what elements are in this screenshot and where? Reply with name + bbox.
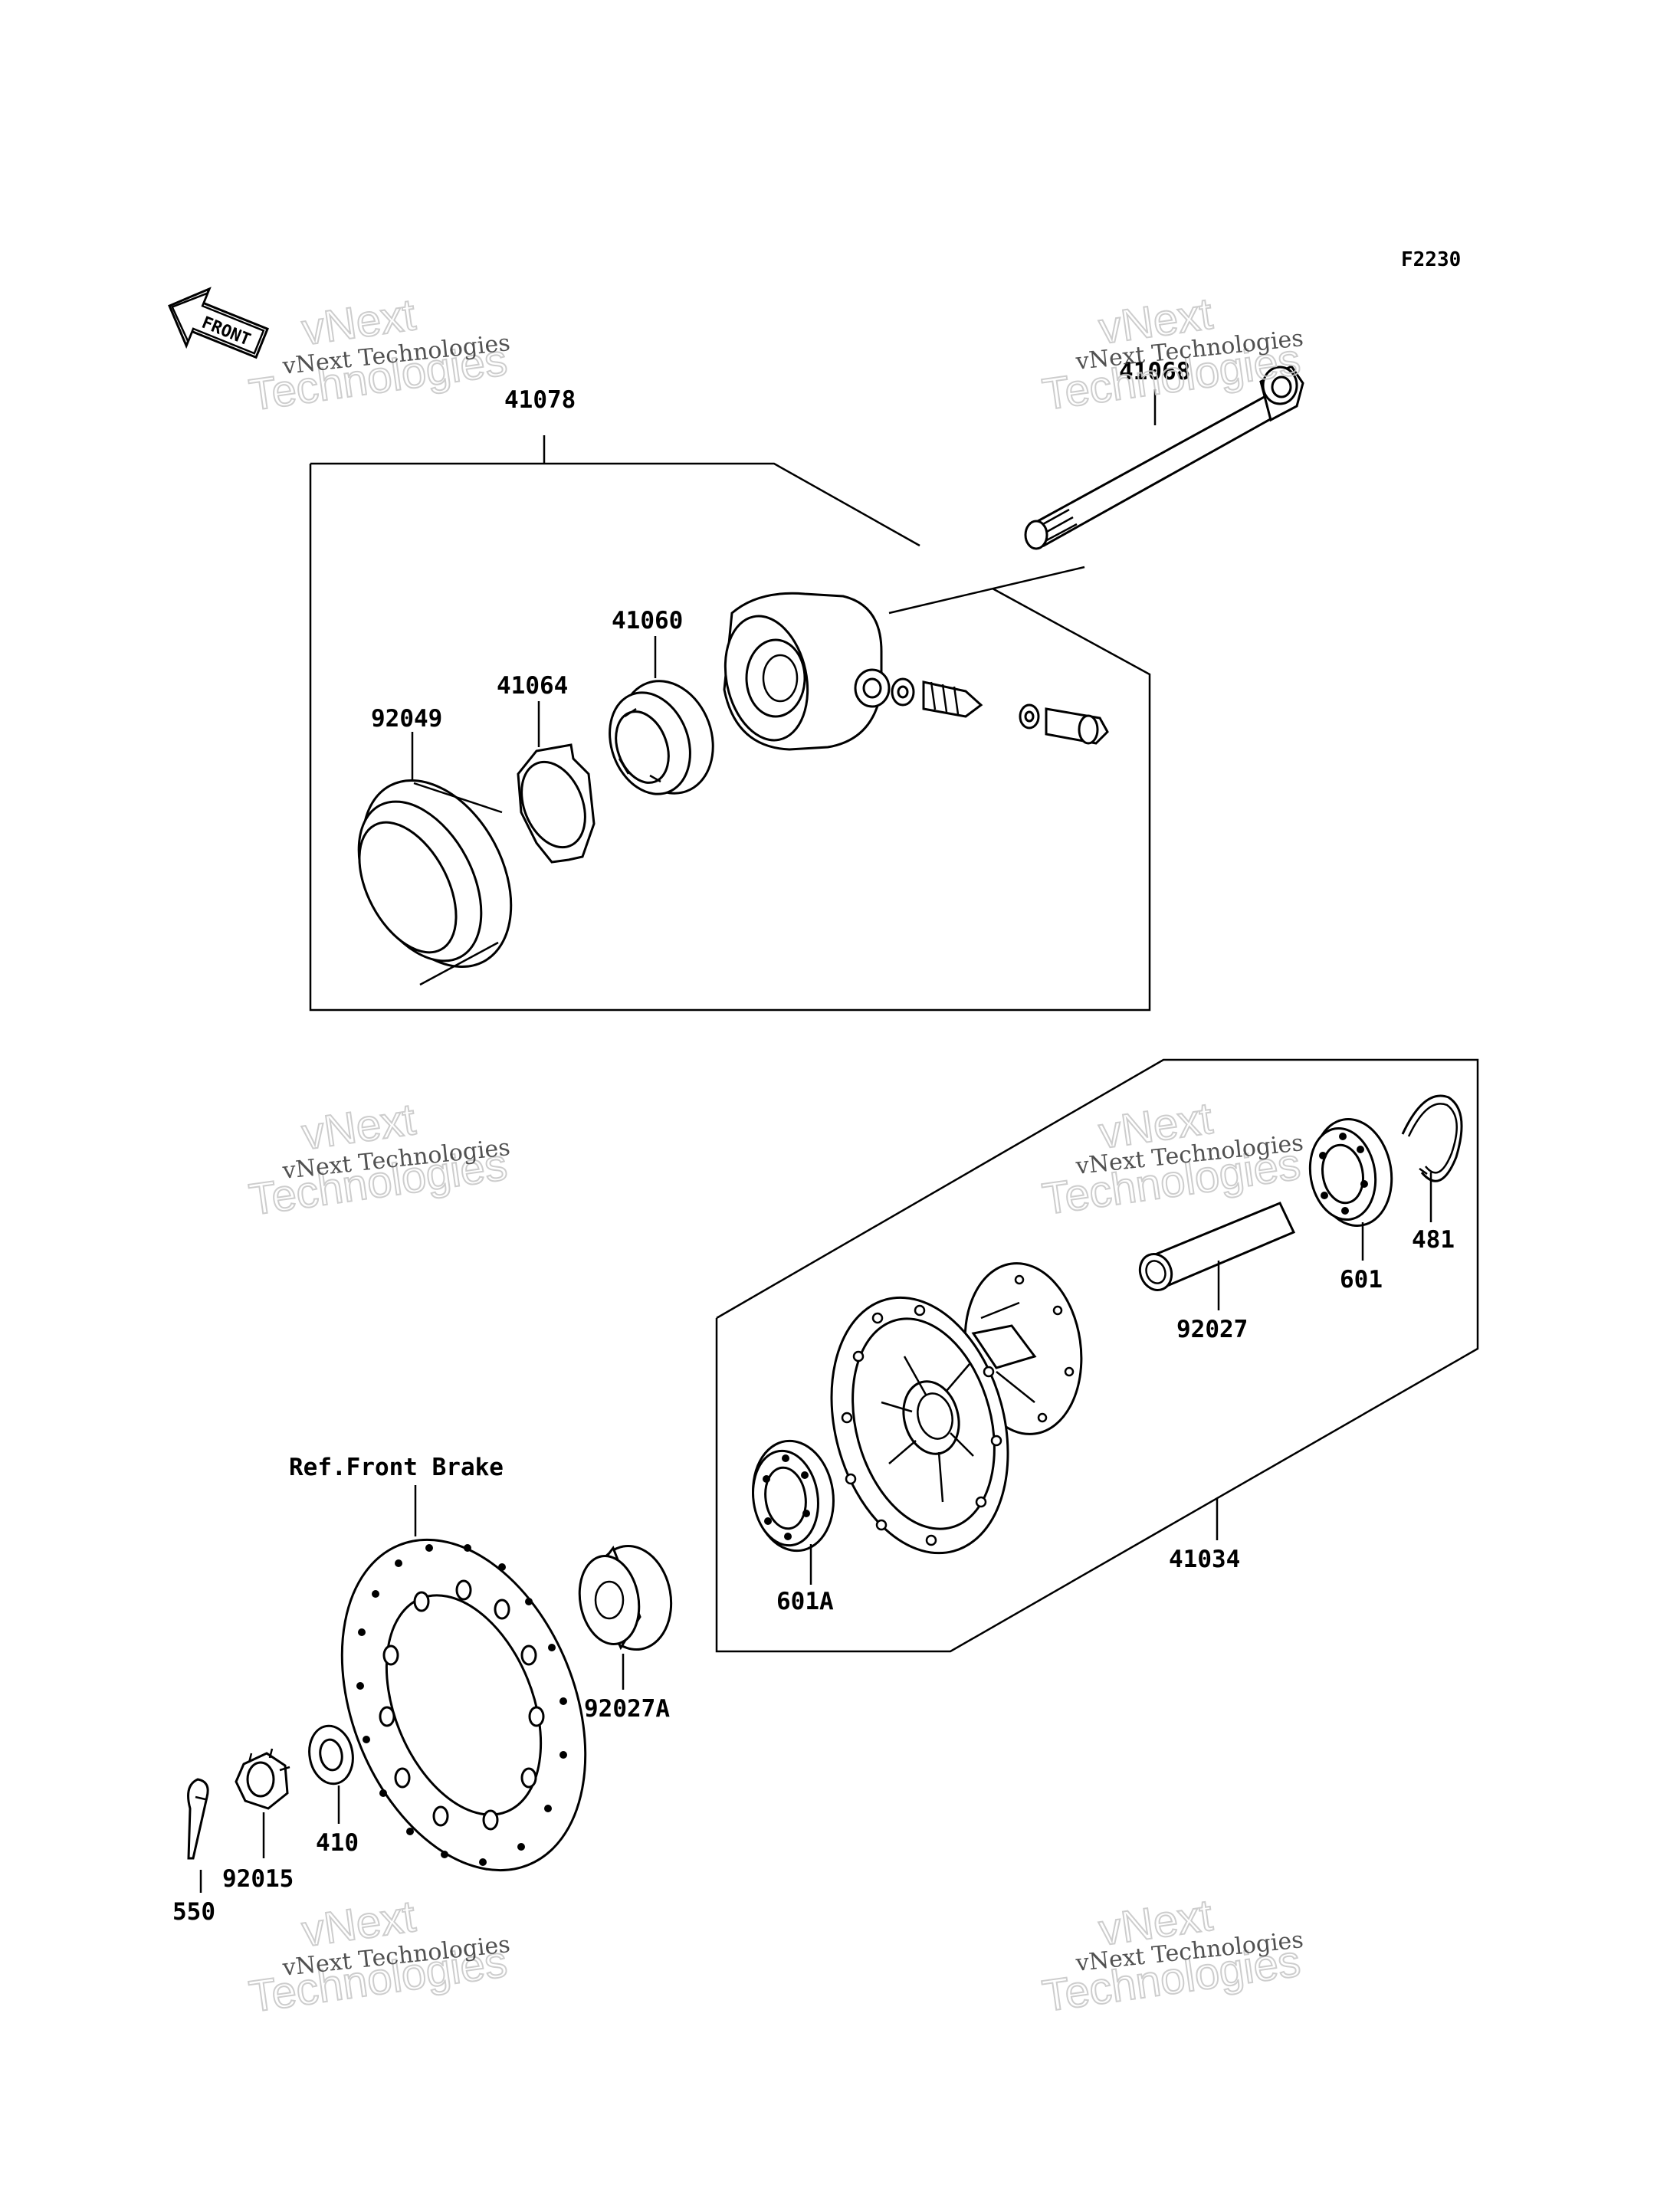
part-41060-gear — [609, 680, 714, 795]
part-601-bearing — [1308, 1118, 1393, 1227]
label-41068: 41068 — [1119, 358, 1190, 385]
label-601A: 601A — [776, 1588, 834, 1615]
part-92027A-collar — [578, 1544, 673, 1651]
hub-box-frame — [715, 1058, 1479, 1653]
label-92049: 92049 — [371, 705, 442, 733]
part-gearcase-housing — [723, 592, 891, 751]
label-550: 550 — [172, 1898, 215, 1926]
figure-code: F2230 — [1401, 248, 1461, 271]
label-92027: 92027 — [1176, 1316, 1248, 1343]
label-41034: 41034 — [1169, 1546, 1240, 1573]
label-92015: 92015 — [222, 1865, 294, 1893]
part-92049-seal — [357, 779, 513, 986]
part-481-snap-ring — [1401, 1094, 1463, 1182]
gear-box-frame — [309, 435, 1151, 1012]
part-550-cotter-pin — [187, 1778, 209, 1860]
label-41064: 41064 — [497, 672, 568, 700]
part-41068-axle — [1024, 365, 1304, 550]
part-601A-bearing — [752, 1439, 835, 1553]
part-92015-nut — [235, 1748, 290, 1810]
brake-disc — [340, 1538, 587, 1872]
label-601: 601 — [1340, 1266, 1383, 1294]
label-41078: 41078 — [504, 386, 576, 414]
part-41034-hub — [830, 1262, 1083, 1555]
part-410-washer — [308, 1724, 354, 1785]
label-410: 410 — [316, 1829, 359, 1857]
part-92027-spacer — [1138, 1202, 1296, 1291]
part-41064-washer — [517, 743, 596, 864]
front-arrow-icon: FRONT — [168, 287, 269, 359]
label-92027A: 92027A — [584, 1695, 670, 1723]
label-481: 481 — [1412, 1226, 1455, 1254]
reference-note: Ref.Front Brake — [289, 1454, 504, 1481]
part-gear-small-parts — [891, 677, 1109, 745]
label-41060: 41060 — [612, 607, 683, 635]
